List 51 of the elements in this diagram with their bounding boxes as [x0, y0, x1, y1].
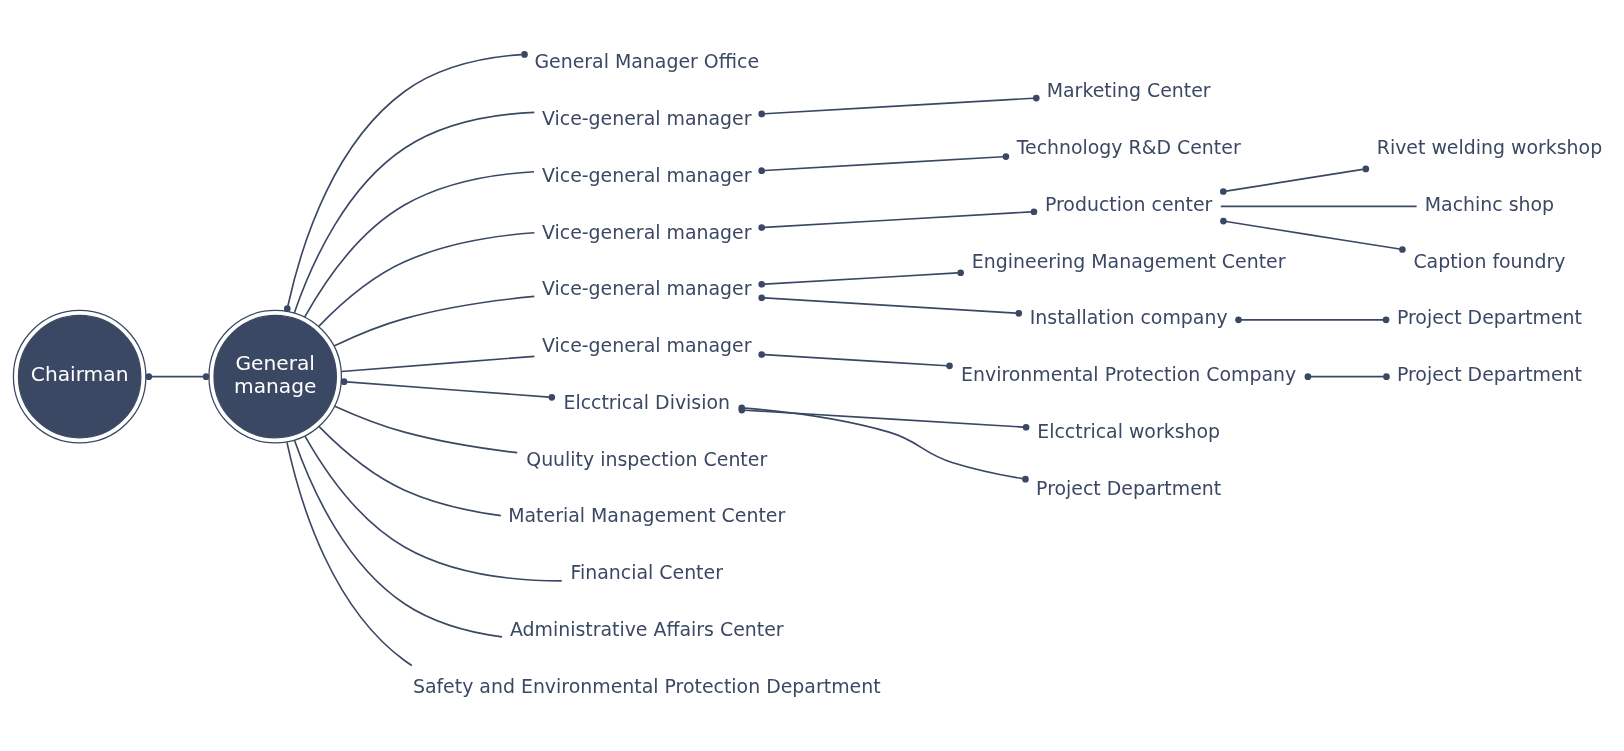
- node-circle: General manage: [208, 309, 343, 443]
- connector: [283, 50, 528, 312]
- node-circle: Chairman: [12, 309, 147, 443]
- node-text: Financial Center: [570, 560, 723, 583]
- node-text: Project Department: [1396, 305, 1583, 328]
- connector: [286, 441, 413, 666]
- node-text: Vice-general manager: [542, 106, 752, 129]
- connector: [333, 295, 536, 347]
- node-text: Rivet welding workshop: [1376, 135, 1603, 158]
- node-text: Vice-general manager: [542, 276, 752, 299]
- connector: [293, 439, 503, 638]
- node-text: Project Department: [1036, 476, 1222, 499]
- connector: [318, 231, 536, 327]
- connector: [293, 111, 536, 314]
- node-text: Vice-general manager: [542, 163, 752, 186]
- connector: [303, 170, 535, 318]
- connector: [1235, 316, 1390, 323]
- connector: [145, 372, 210, 380]
- connector: [758, 293, 1023, 317]
- connector: [1219, 205, 1418, 207]
- node-text: Installation company: [1029, 305, 1228, 328]
- node-text: Production center: [1044, 192, 1213, 215]
- node-text: Vice-general manager: [542, 219, 752, 242]
- connector: [758, 94, 1040, 117]
- node-text: Marketing Center: [1046, 78, 1211, 101]
- node-text: Technology R&D Center: [1016, 135, 1241, 158]
- node-text: Safety and Environmental Protection Department: [412, 674, 881, 697]
- node-text: Administrative Affairs Center: [509, 617, 784, 640]
- connector: [1220, 217, 1406, 253]
- connector: [304, 434, 563, 582]
- node-text: General Manager Office: [534, 49, 760, 72]
- connector: [1219, 165, 1370, 195]
- node-text: Machinc shop: [1424, 192, 1555, 215]
- connector: [758, 207, 1038, 231]
- node-text: Elcctrical Division: [563, 390, 731, 413]
- node-text: Environmental Protection Company: [961, 362, 1297, 385]
- connector: [340, 355, 536, 372]
- node-text: Engineering Management Center: [971, 249, 1286, 271]
- node-text: Material Management Center: [508, 503, 786, 526]
- connector: [758, 152, 1010, 174]
- connector: [340, 377, 556, 401]
- node-text: Project Department: [1396, 362, 1583, 385]
- connector: [333, 404, 519, 453]
- connector: [758, 268, 964, 288]
- node-text: Caption foundry: [1413, 249, 1566, 271]
- node-text: Vice-general manager: [542, 333, 752, 356]
- connector: [758, 350, 953, 369]
- connector: [1304, 372, 1390, 380]
- connector: [318, 425, 502, 516]
- node-text: Quulity inspection Center: [526, 447, 768, 470]
- node-text: Elcctrical workshop: [1037, 419, 1221, 442]
